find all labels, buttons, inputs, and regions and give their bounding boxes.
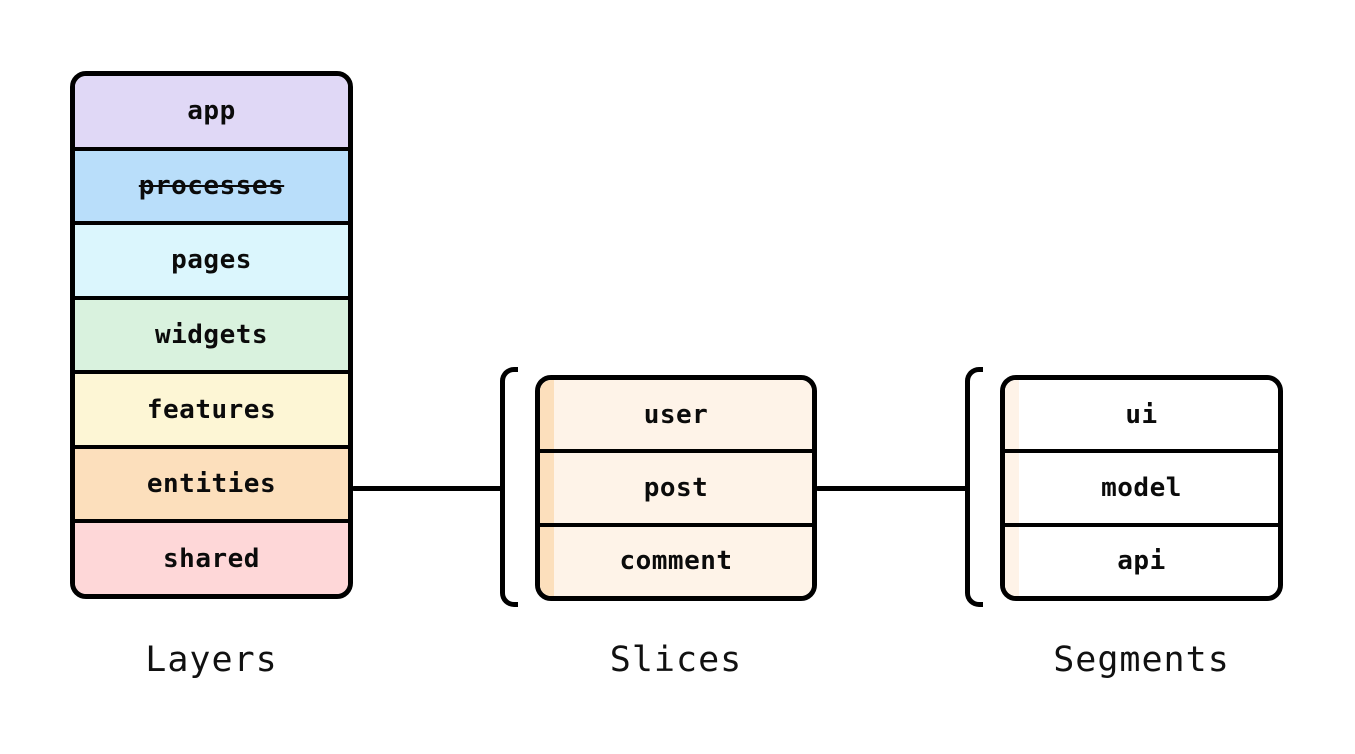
segment-stripe (1005, 453, 1019, 523)
segment-label-api: api (1117, 546, 1166, 577)
slices-stack: user post comment (535, 375, 817, 601)
slice-stripe (540, 380, 554, 450)
segment-row-api: api (1005, 526, 1278, 596)
layer-row-entities: entities (75, 448, 348, 524)
layers-stack: app processes pages widgets features ent… (70, 71, 353, 599)
slice-label-user: user (643, 399, 709, 430)
segment-stripe (1005, 380, 1019, 450)
layer-label-entities: entities (146, 469, 277, 500)
slice-label-post: post (643, 472, 709, 503)
segment-label-ui: ui (1125, 399, 1158, 430)
layer-label-widgets: widgets (154, 320, 269, 351)
layer-row-widgets: widgets (75, 299, 348, 375)
layer-row-features: features (75, 374, 348, 449)
slice-label-comment: comment (619, 546, 733, 577)
slice-row-user: user (540, 380, 812, 454)
slice-row-post: post (540, 453, 812, 527)
connector-line-entities-to-slices (352, 486, 503, 491)
layer-label-shared: shared (163, 543, 260, 574)
layer-row-app: app (75, 76, 348, 151)
connector-line-slices-to-segments (816, 486, 968, 491)
left-bracket-segments-icon (965, 367, 983, 607)
layer-label-processes: processes (138, 170, 285, 201)
slice-stripe (540, 526, 554, 596)
caption-layers: Layers (145, 640, 278, 680)
layer-row-pages: pages (75, 225, 348, 300)
segment-stripe (1005, 526, 1019, 596)
layer-label-app: app (187, 96, 236, 127)
layer-label-features: features (146, 394, 277, 425)
layer-row-processes: processes (75, 150, 348, 226)
slice-stripe (540, 453, 554, 523)
left-bracket-slices-icon (500, 367, 518, 607)
slice-row-comment: comment (540, 526, 812, 596)
caption-segments: Segments (1053, 640, 1230, 680)
layer-label-pages: pages (171, 245, 252, 276)
segment-label-model: model (1101, 472, 1182, 503)
segment-row-ui: ui (1005, 380, 1278, 454)
segment-row-model: model (1005, 453, 1278, 527)
segments-stack: ui model api (1000, 375, 1283, 601)
layer-row-shared: shared (75, 523, 348, 594)
caption-slices: Slices (609, 640, 743, 680)
